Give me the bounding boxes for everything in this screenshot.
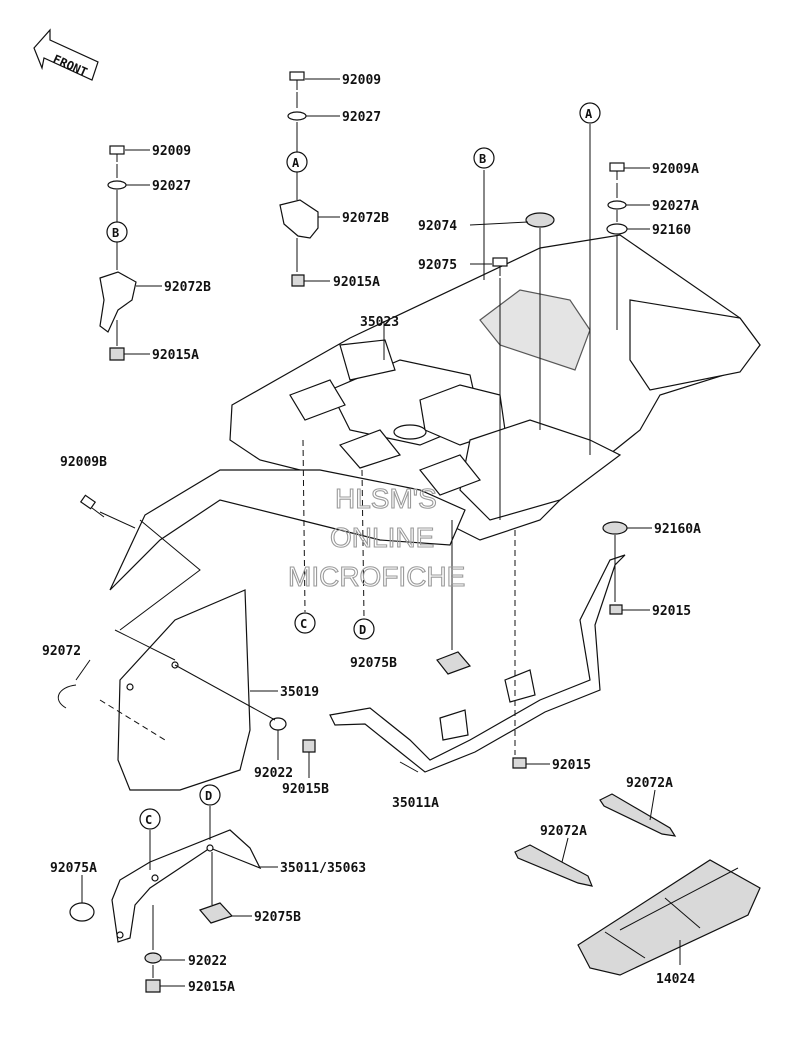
tool-kit: [577, 859, 761, 976]
straps: [514, 793, 677, 887]
part-number: 92015: [652, 604, 691, 619]
lower-bracket: [111, 829, 262, 943]
front-arrow-icon: FRONT: [33, 28, 99, 81]
part-number: 92072B: [342, 211, 389, 226]
part-number: 92009B: [60, 455, 107, 470]
callout-A-right: A: [579, 102, 601, 124]
part-number: 92075A: [50, 861, 97, 876]
watermark-line: HLSM'S: [335, 483, 437, 514]
callout-C-label: C: [145, 813, 152, 827]
part-number: 92074: [418, 219, 457, 234]
part-number: 92072A: [540, 824, 587, 839]
callout-B-label: B: [112, 226, 119, 240]
part-number: 14024: [656, 972, 695, 987]
part-number: 92027: [152, 179, 191, 194]
leader-lines: [75, 78, 681, 987]
callout-C-label: C: [300, 617, 307, 631]
part-number: 92015: [552, 758, 591, 773]
part-number: 92075: [418, 258, 457, 273]
part-number: 92015A: [152, 348, 199, 363]
part-number: 92015A: [333, 275, 380, 290]
part-number: 92009: [152, 144, 191, 159]
part-number: 92072: [42, 644, 81, 659]
rear-frame-bracket: [329, 554, 626, 773]
part-number: 92015B: [282, 782, 329, 797]
callout-A-label: A: [585, 107, 593, 121]
part-number: 92072B: [164, 280, 211, 295]
watermark-line: ONLINE: [330, 522, 434, 553]
part-number: 92027A: [652, 199, 699, 214]
small-parts: [57, 71, 628, 993]
part-number: 92022: [254, 766, 293, 781]
part-number: 35019: [280, 685, 319, 700]
part-number: 92027: [342, 110, 381, 125]
part-number: 92015A: [188, 980, 235, 995]
callout-D-bottom: D: [199, 784, 221, 806]
callout-D-label: D: [205, 789, 212, 803]
watermark-line: MICROFICHE: [288, 561, 465, 592]
callout-C-mid: C: [294, 612, 316, 634]
callout-A-label: A: [292, 156, 300, 170]
callout-B-left: B: [106, 221, 128, 243]
part-number: 35011/35063: [280, 861, 366, 876]
mud-flap: [114, 589, 251, 791]
callout-B-right: B: [473, 147, 495, 169]
part-number: 92160A: [654, 522, 701, 537]
callout-A-top: A: [286, 151, 308, 173]
part-labels: 92009 92027 92072B 92015A 92009 92027 92…: [42, 73, 701, 995]
part-number: 92160: [652, 223, 691, 238]
part-number: 92072A: [626, 776, 673, 791]
part-number: 92009A: [652, 162, 699, 177]
callout-D-label: D: [359, 623, 366, 637]
part-number: 92009: [342, 73, 381, 88]
part-number: 92075B: [350, 656, 397, 671]
watermark: HLSM'S ONLINE MICROFICHE: [287, 482, 465, 592]
part-number: 35011A: [392, 796, 439, 811]
part-number: 92022: [188, 954, 227, 969]
part-number: 35023: [360, 315, 399, 330]
callout-C-bottom: C: [139, 808, 161, 830]
callout-B-label: B: [479, 152, 486, 166]
callout-D-mid: D: [353, 618, 375, 640]
part-number: 92075B: [254, 910, 301, 925]
